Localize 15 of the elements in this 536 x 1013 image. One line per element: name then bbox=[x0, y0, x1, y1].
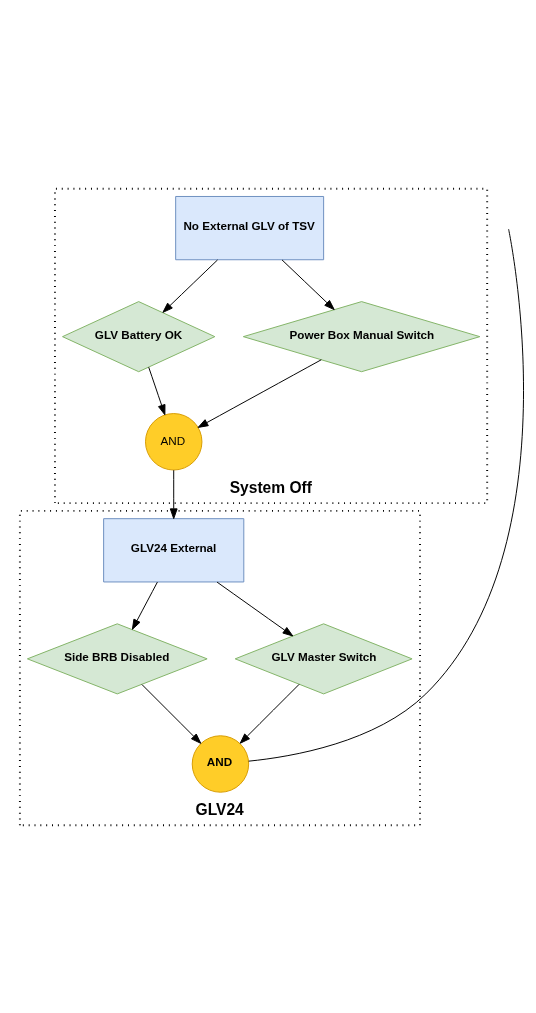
connector bbox=[248, 228, 524, 762]
arrow bbox=[162, 258, 219, 313]
arrow bbox=[148, 366, 166, 415]
arrow bbox=[141, 683, 202, 744]
arrow bbox=[131, 581, 158, 630]
arrow bbox=[216, 581, 294, 636]
arrow bbox=[239, 683, 300, 744]
node-diamond: GLV Master Switch bbox=[234, 622, 413, 694]
node-box: No External GLV of TSV bbox=[175, 195, 325, 260]
node-box: GLV24 External bbox=[103, 517, 245, 582]
node-diamond: Side BRB Disabled bbox=[26, 622, 208, 694]
arrow bbox=[169, 469, 178, 519]
arrow bbox=[281, 258, 335, 310]
node-circle: AND bbox=[145, 412, 203, 470]
arrow bbox=[197, 358, 322, 428]
